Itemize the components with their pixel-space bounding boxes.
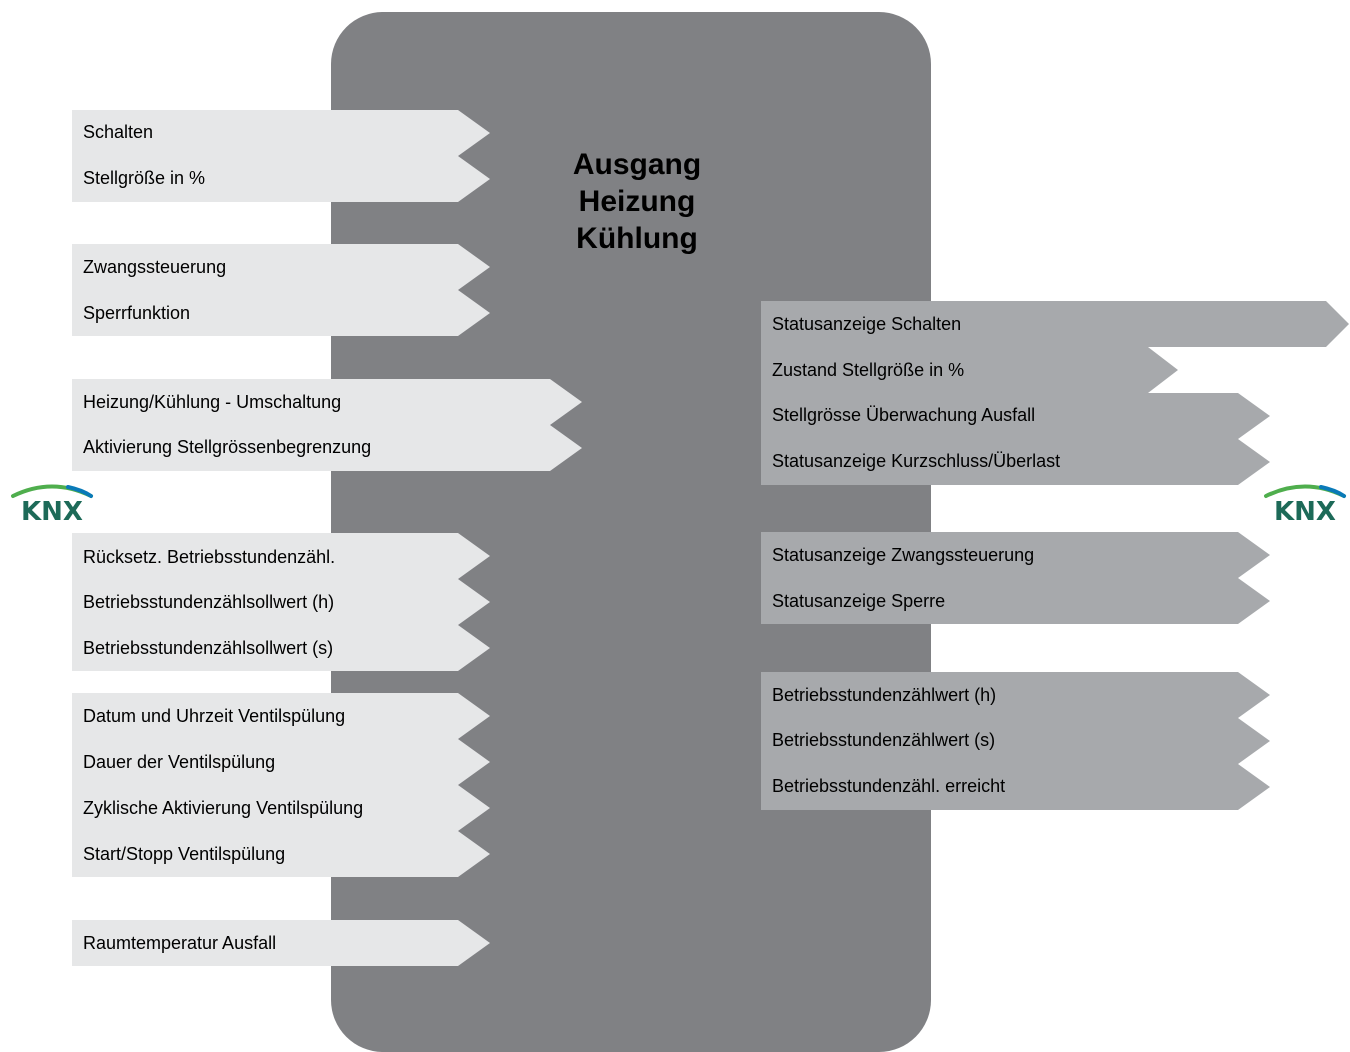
block-title-line-3: Kühlung <box>576 222 698 255</box>
input-label-dauer-ventilspuelung: Dauer der Ventilspülung <box>83 752 276 772</box>
input-label-heizung-kuehlung-umschaltung: Heizung/Kühlung - Umschaltung <box>83 392 342 412</box>
knx-logo-left: KNX <box>11 484 93 523</box>
input-label-sperrfunktion: Sperrfunktion <box>83 303 191 323</box>
input-label-datum-uhrzeit-ventilspuelung: Datum und Uhrzeit Ventilspülung <box>83 706 346 726</box>
input-group-1-bar <box>72 110 490 202</box>
output-label-zustand-stellgroesse: Zustand Stellgröße in % <box>772 360 965 380</box>
input-objects-layer <box>72 110 582 966</box>
input-label-stellgroesse: Stellgröße in % <box>83 168 206 188</box>
output-label-zaehler-erreicht: Betriebsstundenzähl. erreicht <box>772 776 1006 796</box>
function-block-diagram: Ausgang Heizung Kühlung Schalten Stellgr… <box>11 12 1349 1052</box>
knx-logo-right: KNX <box>1264 484 1346 523</box>
input-label-start-stopp-ventilspuelung: Start/Stopp Ventilspülung <box>83 844 286 864</box>
knx-logo-right-text: KNX <box>1274 497 1336 523</box>
input-label-schalten: Schalten <box>83 122 154 142</box>
output-label-zaehlwert-h: Betriebsstundenzählwert (h) <box>772 685 997 705</box>
input-label-zyklische-aktivierung: Zyklische Aktivierung Ventilspülung <box>83 798 364 818</box>
block-title-line-1: Ausgang <box>572 148 702 181</box>
input-label-sollwert-s: Betriebsstundenzählsollwert (s) <box>83 638 334 658</box>
input-label-sollwert-h: Betriebsstundenzählsollwert (h) <box>83 592 335 612</box>
output-group-1-bar <box>761 301 1349 485</box>
input-group-6-bar <box>72 920 490 966</box>
knx-logo-left-text: KNX <box>21 497 83 523</box>
input-group-5-bar <box>72 693 490 877</box>
diagram-shapes <box>72 110 1349 966</box>
output-group-3-bar <box>761 672 1270 810</box>
input-label-raumtemperatur-ausfall: Raumtemperatur Ausfall <box>83 933 277 953</box>
input-label-aktivierung-stellgroessenbegrenzung: Aktivierung Stellgrössenbegrenzung <box>83 437 372 457</box>
output-label-statusanzeige-zwangssteuerung: Statusanzeige Zwangssteuerung <box>772 545 1035 565</box>
output-label-ueberwachung-ausfall: Stellgrösse Überwachung Ausfall <box>772 405 1036 425</box>
output-label-statusanzeige-sperre: Statusanzeige Sperre <box>772 591 946 611</box>
input-group-2-bar <box>72 244 490 336</box>
output-label-zaehlwert-s: Betriebsstundenzählwert (s) <box>772 730 996 750</box>
output-group-2-bar <box>761 532 1270 624</box>
block-title: Ausgang Heizung Kühlung <box>531 146 743 257</box>
input-label-zwangssteuerung: Zwangssteuerung <box>83 257 227 277</box>
input-group-4-bar <box>72 533 490 671</box>
input-group-3-bar <box>72 379 582 471</box>
input-label-ruecksetz-betriebsstundenzaehler: Rücksetz. Betriebsstundenzähl. <box>83 547 336 567</box>
output-objects-layer <box>761 301 1349 810</box>
output-label-kurzschluss-ueberlast: Statusanzeige Kurzschluss/Überlast <box>772 451 1061 471</box>
output-label-statusanzeige-schalten: Statusanzeige Schalten <box>772 314 962 334</box>
block-title-line-2: Heizung <box>578 185 696 218</box>
